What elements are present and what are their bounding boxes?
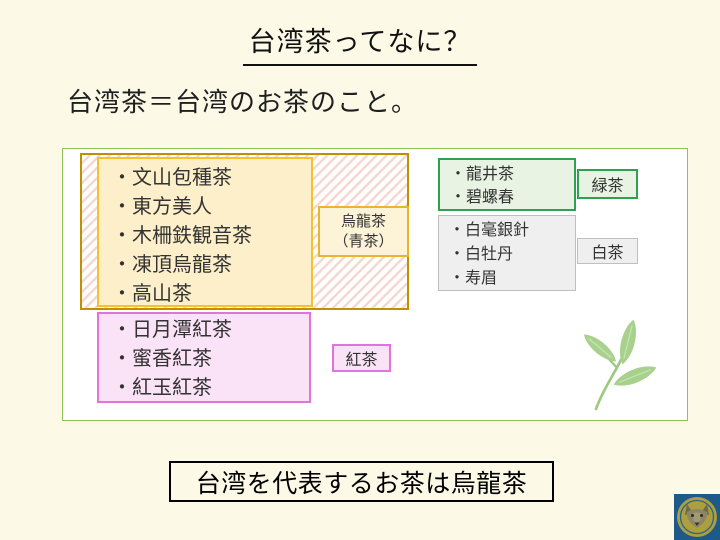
black-tea-list: ・日月潭紅茶 ・蜜香紅茶 ・紅玉紅茶 (97, 312, 311, 403)
list-item: ・紅玉紅茶 (112, 377, 212, 399)
tea-leaves-icon (583, 319, 657, 411)
page-title: 台湾茶ってなに？ (242, 20, 478, 66)
list-item: ・白毫銀針 (449, 222, 530, 239)
green-tea-list: ・龍井茶 ・碧螺春 (438, 158, 576, 211)
oolong-label-line1: 烏龍茶 (340, 212, 386, 230)
subtitle: 台湾茶＝台湾のお茶のこと。 (67, 87, 419, 117)
white-category-label: 白茶 (577, 238, 638, 264)
list-item: ・白牡丹 (449, 246, 514, 263)
black-category-label: 紅茶 (332, 344, 391, 372)
list-item: ・凍頂烏龍茶 (112, 254, 232, 276)
list-item: ・寿眉 (449, 270, 498, 287)
title-area: 台湾茶ってなに？ (0, 20, 720, 66)
conclusion-box: 台湾を代表するお茶は烏龍茶 (169, 461, 554, 502)
conclusion-text: 台湾を代表するお茶は烏龍茶 (195, 469, 528, 498)
list-item: ・木柵鉄観音茶 (112, 225, 252, 247)
list-item: ・龍井茶 (450, 166, 515, 183)
list-item: ・高山茶 (112, 283, 192, 305)
oolong-tea-list: ・文山包種茶 ・東方美人 ・木柵鉄観音茶 ・凍頂烏龍茶 ・高山茶 (97, 157, 313, 307)
green-category-label: 緑茶 (577, 169, 638, 199)
fox-badge-icon (674, 494, 720, 540)
list-item: ・東方美人 (112, 196, 212, 218)
list-item: ・蜜香紅茶 (112, 348, 212, 370)
list-item: ・碧螺春 (450, 189, 515, 206)
list-item: ・文山包種茶 (112, 167, 232, 189)
white-tea-list: ・白毫銀針 ・白牡丹 ・寿眉 (438, 215, 576, 291)
oolong-label-line2: （青茶） (333, 232, 394, 250)
oolong-category-label: 烏龍茶 （青茶） (318, 206, 409, 257)
list-item: ・日月潭紅茶 (112, 319, 232, 341)
